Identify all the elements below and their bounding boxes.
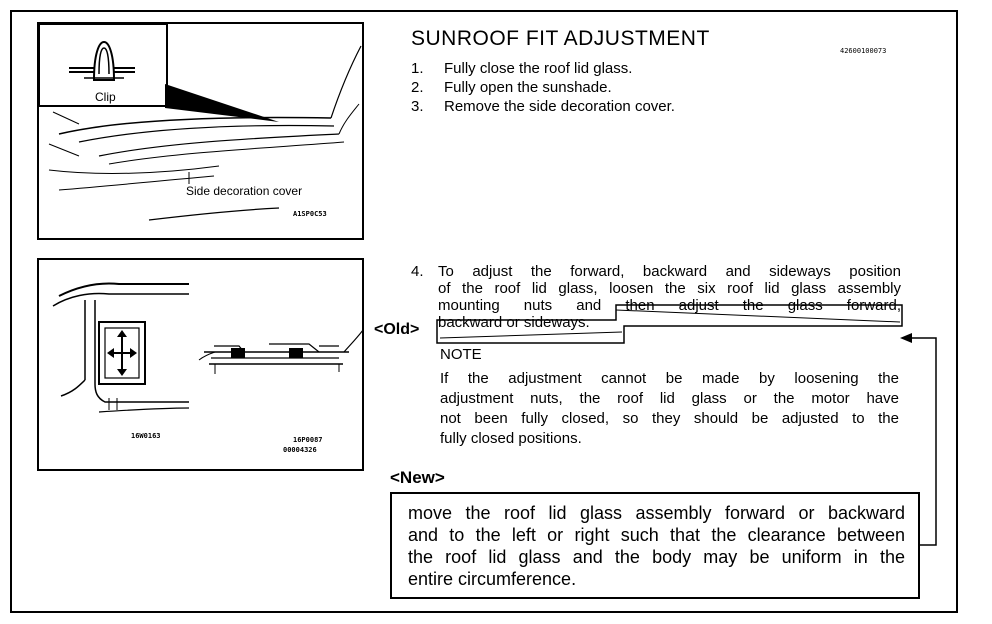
- note-body: If the adjustment cannot be made by loos…: [440, 369, 899, 449]
- new-text-line: the roof lid glass and the body may be u…: [408, 547, 905, 567]
- old-label: <Old>: [374, 321, 420, 338]
- clip-label: Clip: [95, 90, 116, 104]
- note-heading: NOTE: [440, 346, 482, 363]
- note-line: If the adjustment cannot be made by loos…: [440, 370, 899, 387]
- step-number: 4.: [411, 263, 424, 280]
- figure2-code-right-2: 00004326: [283, 446, 317, 454]
- arrow-head-icon: [900, 333, 912, 343]
- step-item: 2. Fully open the sunshade.: [411, 78, 675, 97]
- page-title: SUNROOF FIT ADJUSTMENT: [411, 27, 710, 50]
- roof-glass-illustration: [52, 282, 362, 413]
- step-4-line: To adjust the forward, backward and side…: [438, 263, 901, 280]
- step-text: Fully open the sunshade.: [444, 79, 612, 96]
- step-4-line: backward or sideways.: [438, 314, 590, 331]
- document-code: 42600100073: [840, 47, 887, 55]
- connector-line: [910, 337, 937, 546]
- note-line: adjustment nuts, the roof lid glass or t…: [440, 390, 899, 407]
- step-item: 3. Remove the side decoration cover.: [411, 97, 675, 116]
- step-number: 3.: [411, 98, 424, 115]
- new-text-box: [390, 492, 920, 599]
- step-number: 2.: [411, 79, 424, 96]
- new-text-line: move the roof lid glass assembly forward…: [408, 503, 905, 523]
- new-text-line: and to the left or right such that the c…: [408, 525, 905, 545]
- step-4-text: To adjust the forward, backward and side…: [438, 263, 901, 331]
- new-label: <New>: [390, 468, 445, 487]
- step-text: Fully close the roof lid glass.: [444, 60, 633, 77]
- figure-side-decoration-cover: Clip Side decoration cover A1SP0C53: [37, 22, 364, 240]
- steps-list: 1. Fully close the roof lid glass. 2. Full…: [411, 59, 675, 116]
- replaced-text-outline: [436, 304, 903, 344]
- figure2-code-right-1: 16P0087: [293, 436, 323, 444]
- note-line: fully closed positions.: [440, 430, 582, 447]
- step-text: Remove the side decoration cover.: [444, 98, 675, 115]
- step-4: 4. To adjust the forward, backward and s…: [411, 263, 901, 331]
- strike-line: [615, 309, 901, 323]
- note-line: not been fully closed, so they should be…: [440, 410, 899, 427]
- figure-roof-glass-adjustment: 16W0163 16P0087 00004326: [37, 258, 364, 471]
- side-decoration-cover-label: Side decoration cover: [186, 184, 303, 198]
- figure2-code-left: 16W0163: [131, 432, 161, 440]
- step-item: 1. Fully close the roof lid glass.: [411, 59, 675, 78]
- step-4-line: of the roof lid glass, loosen the six ro…: [438, 280, 901, 297]
- strike-line: [439, 331, 623, 339]
- new-text-line: entire circumference.: [408, 569, 577, 589]
- figure1-code: A1SP0C53: [293, 210, 327, 218]
- new-text: move the roof lid glass assembly forward…: [408, 502, 905, 590]
- side-cover-illustration: [39, 24, 362, 221]
- step-number: 1.: [411, 60, 424, 77]
- page-frame: [10, 10, 958, 613]
